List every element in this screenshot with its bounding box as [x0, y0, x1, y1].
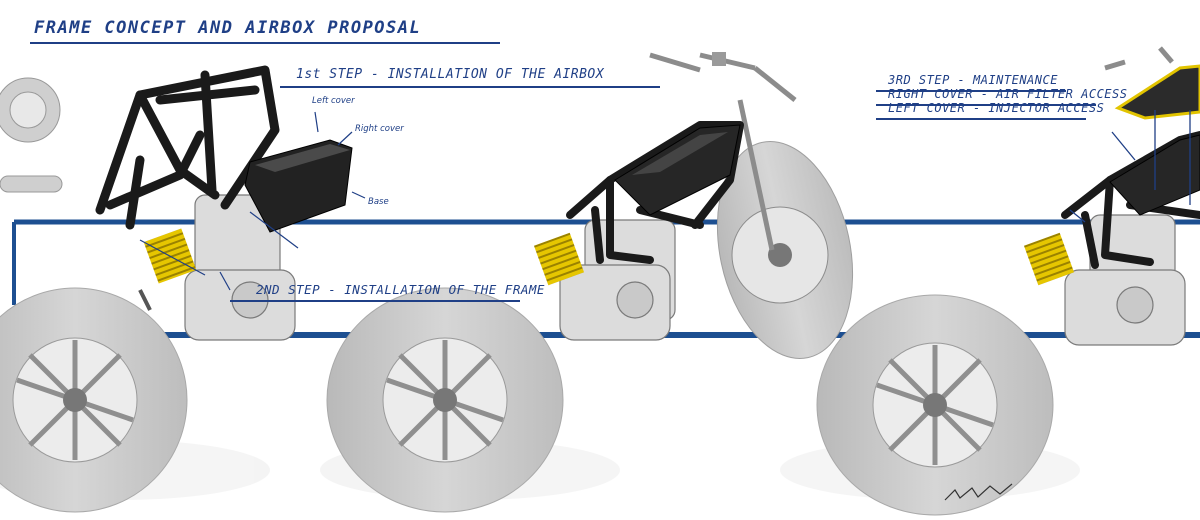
bike-1-assembly — [0, 65, 366, 513]
step2-underline — [230, 300, 520, 302]
bike-3-maintenance — [816, 46, 1200, 516]
bike-2-assembled — [326, 52, 854, 513]
airbox-1 — [244, 139, 353, 233]
step2-label: 2ND STEP - INSTALLATION OF THE FRAME — [256, 282, 545, 297]
callout-left-cover: Left cover — [312, 96, 355, 106]
step1-underline — [280, 86, 660, 88]
sketch-title: FRAME CONCEPT AND AIRBOX PROPOSAL — [34, 18, 422, 38]
callout-right-cover: Right cover — [355, 124, 404, 134]
title-underline — [30, 42, 500, 44]
step3-underline-2 — [876, 104, 1096, 106]
step3-line-1: 3RD STEP - MAINTENANCE — [888, 73, 1058, 87]
step3-underline-1 — [876, 90, 1066, 92]
step1-label: 1st STEP - INSTALLATION OF THE AIRBOX — [296, 67, 605, 82]
step3-underline-3 — [876, 118, 1086, 120]
step3-block: 3RD STEP - MAINTENANCE RIGHT COVER - AIR… — [888, 73, 1127, 115]
signature-scribble — [944, 483, 1013, 501]
callout-base: Base — [368, 197, 389, 207]
thumbnail-wheels — [0, 77, 63, 193]
